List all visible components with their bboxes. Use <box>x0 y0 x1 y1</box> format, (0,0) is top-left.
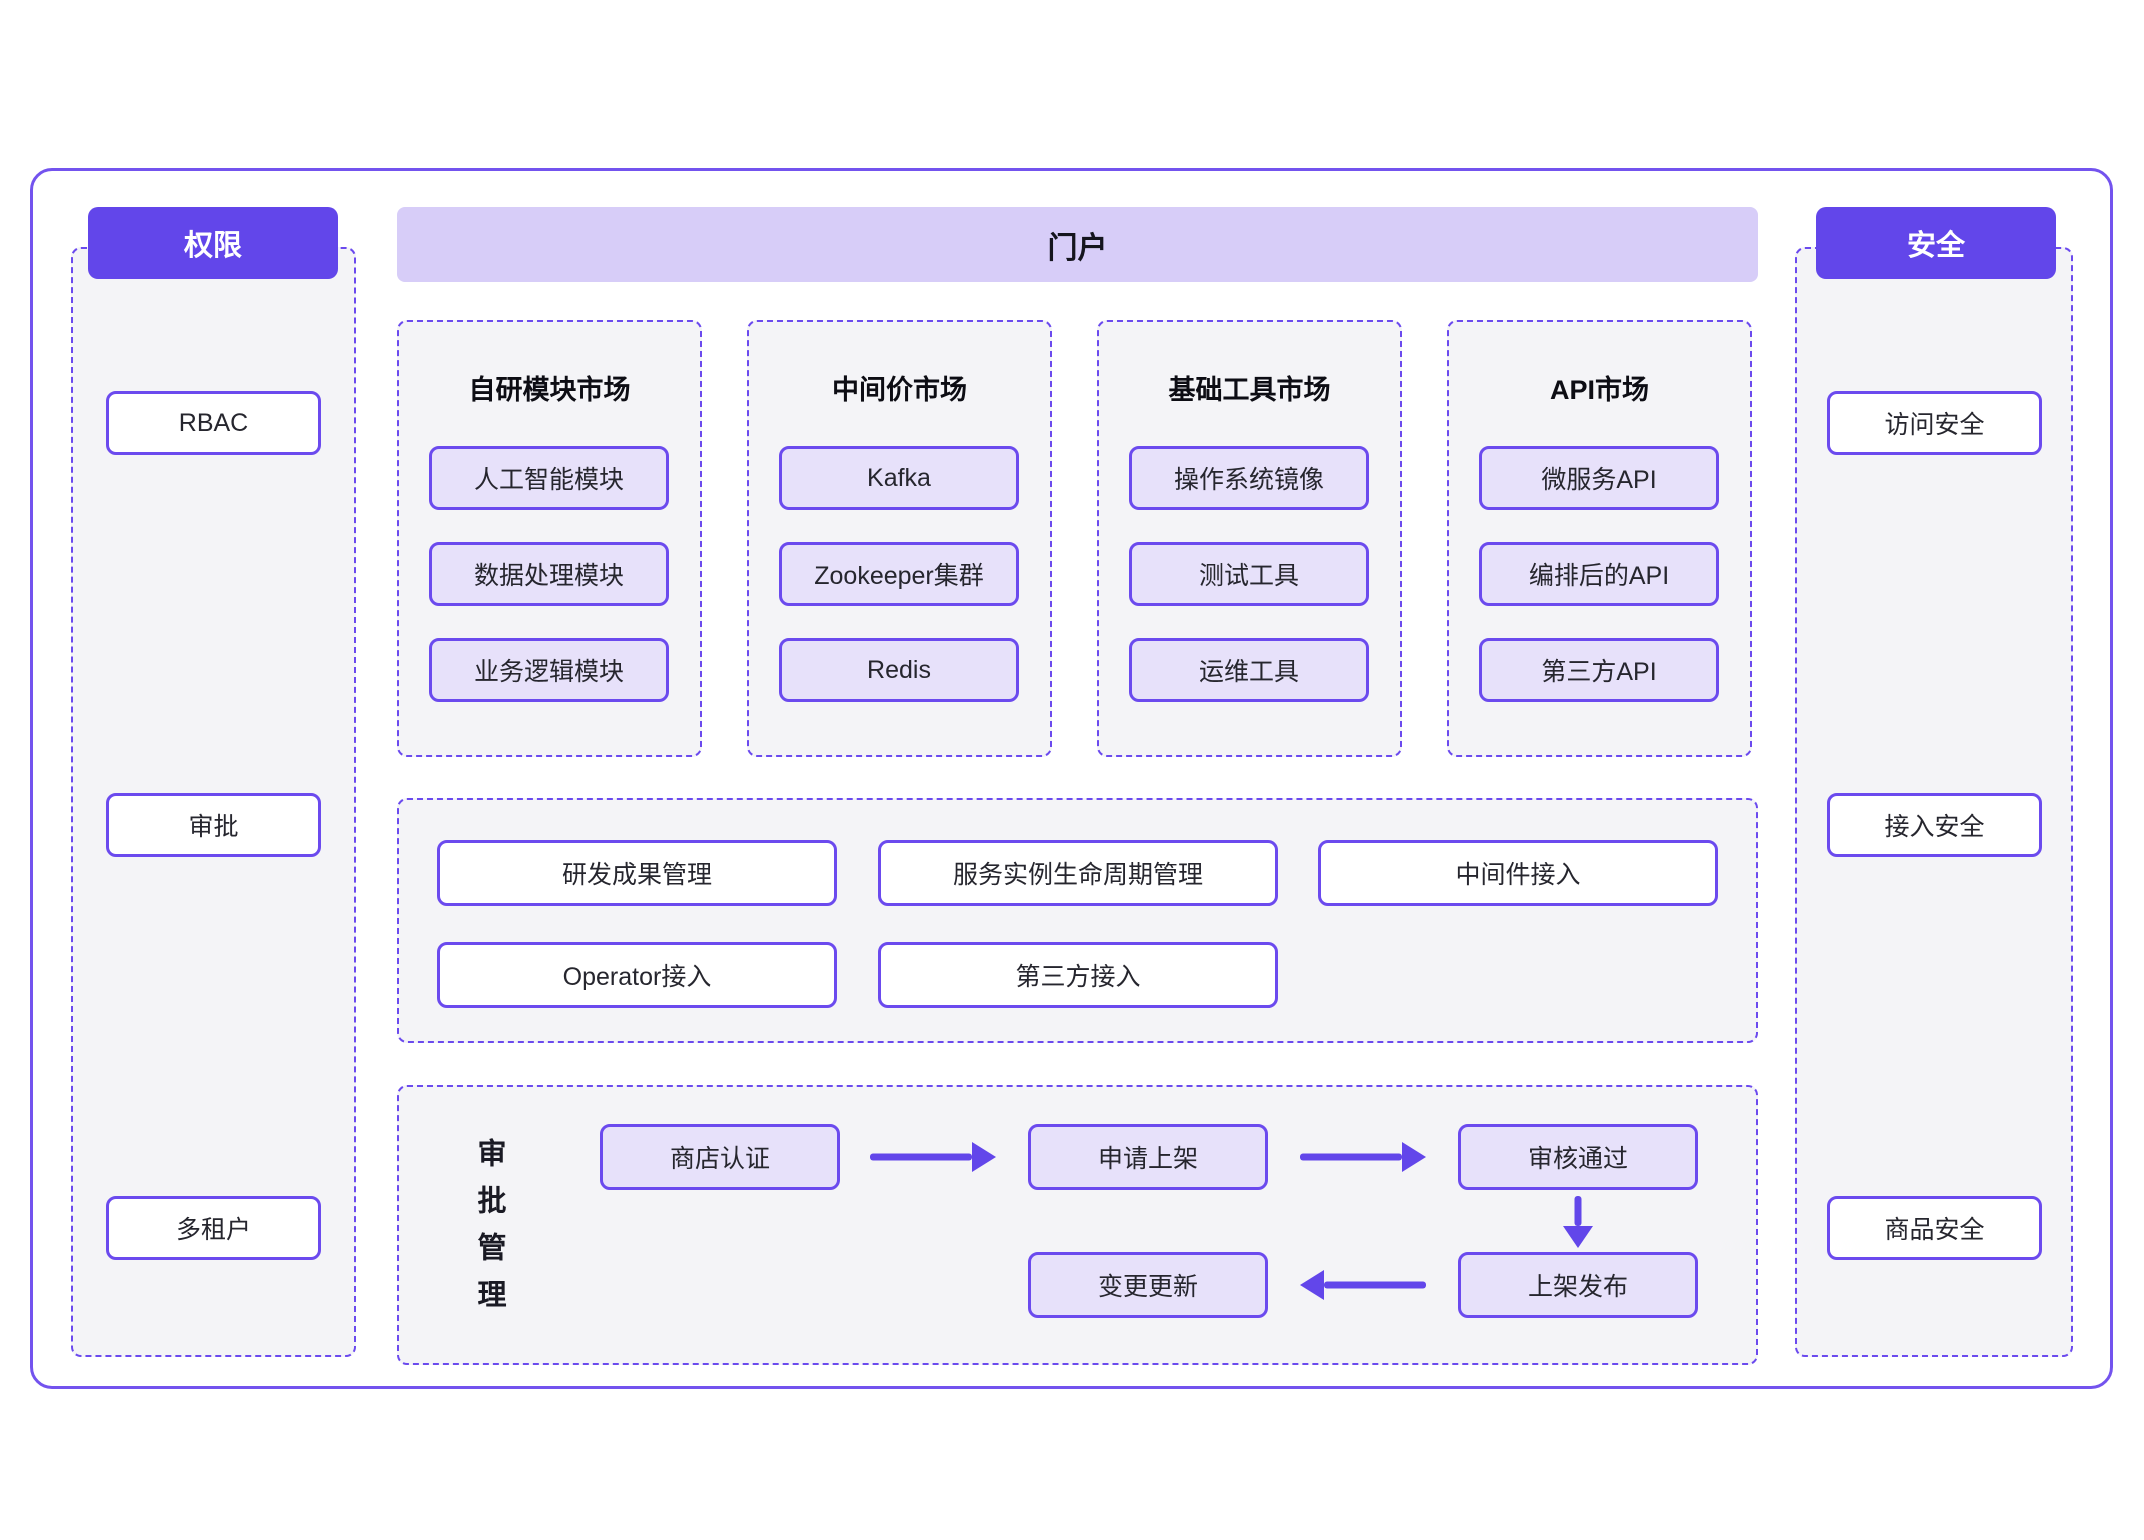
arrow-down-icon <box>1561 1196 1595 1248</box>
management-item: 第三方接入 <box>878 942 1278 1008</box>
approval-flow-label: 审批管理 <box>473 1138 505 1326</box>
flow-step-store-auth: 商店认证 <box>600 1124 840 1190</box>
permissions-item-approval: 审批 <box>106 793 321 857</box>
market-item: Zookeeper集群 <box>779 542 1019 606</box>
security-header: 安全 <box>1816 207 2056 279</box>
market-item: 数据处理模块 <box>429 542 669 606</box>
market-item: 运维工具 <box>1129 638 1369 702</box>
permissions-item-rbac: RBAC <box>106 391 321 455</box>
security-item-integration: 接入安全 <box>1827 793 2042 857</box>
market-item: Redis <box>779 638 1019 702</box>
market-title-modules: 自研模块市场 <box>468 375 631 405</box>
market-title-api: API市场 <box>1549 375 1649 405</box>
permissions-item-multitenant: 多租户 <box>106 1196 321 1260</box>
flow-step-publish: 上架发布 <box>1458 1252 1698 1318</box>
market-item: 业务逻辑模块 <box>429 638 669 702</box>
market-item: 人工智能模块 <box>429 446 669 510</box>
market-item: 操作系统镜像 <box>1129 446 1369 510</box>
arrow-left-icon <box>1300 1268 1426 1302</box>
permissions-header: 权限 <box>88 207 338 279</box>
security-item-access: 访问安全 <box>1827 391 2042 455</box>
market-item: 微服务API <box>1479 446 1719 510</box>
arrow-right-icon <box>870 1140 996 1174</box>
flow-step-change-update: 变更更新 <box>1028 1252 1268 1318</box>
management-item: 服务实例生命周期管理 <box>878 840 1278 906</box>
management-item: Operator接入 <box>437 942 837 1008</box>
market-item: 第三方API <box>1479 638 1719 702</box>
market-item: Kafka <box>779 446 1019 510</box>
arrow-right-icon <box>1300 1140 1426 1174</box>
portal-banner: 门户 <box>397 207 1758 282</box>
management-item: 研发成果管理 <box>437 840 837 906</box>
market-item: 测试工具 <box>1129 542 1369 606</box>
market-title-tools: 基础工具市场 <box>1168 375 1331 405</box>
market-item: 编排后的API <box>1479 542 1719 606</box>
flow-step-apply-listing: 申请上架 <box>1028 1124 1268 1190</box>
security-item-product: 商品安全 <box>1827 1196 2042 1260</box>
management-item: 中间件接入 <box>1318 840 1718 906</box>
flow-step-review-passed: 审核通过 <box>1458 1124 1698 1190</box>
market-title-middleware: 中间价市场 <box>832 375 967 405</box>
